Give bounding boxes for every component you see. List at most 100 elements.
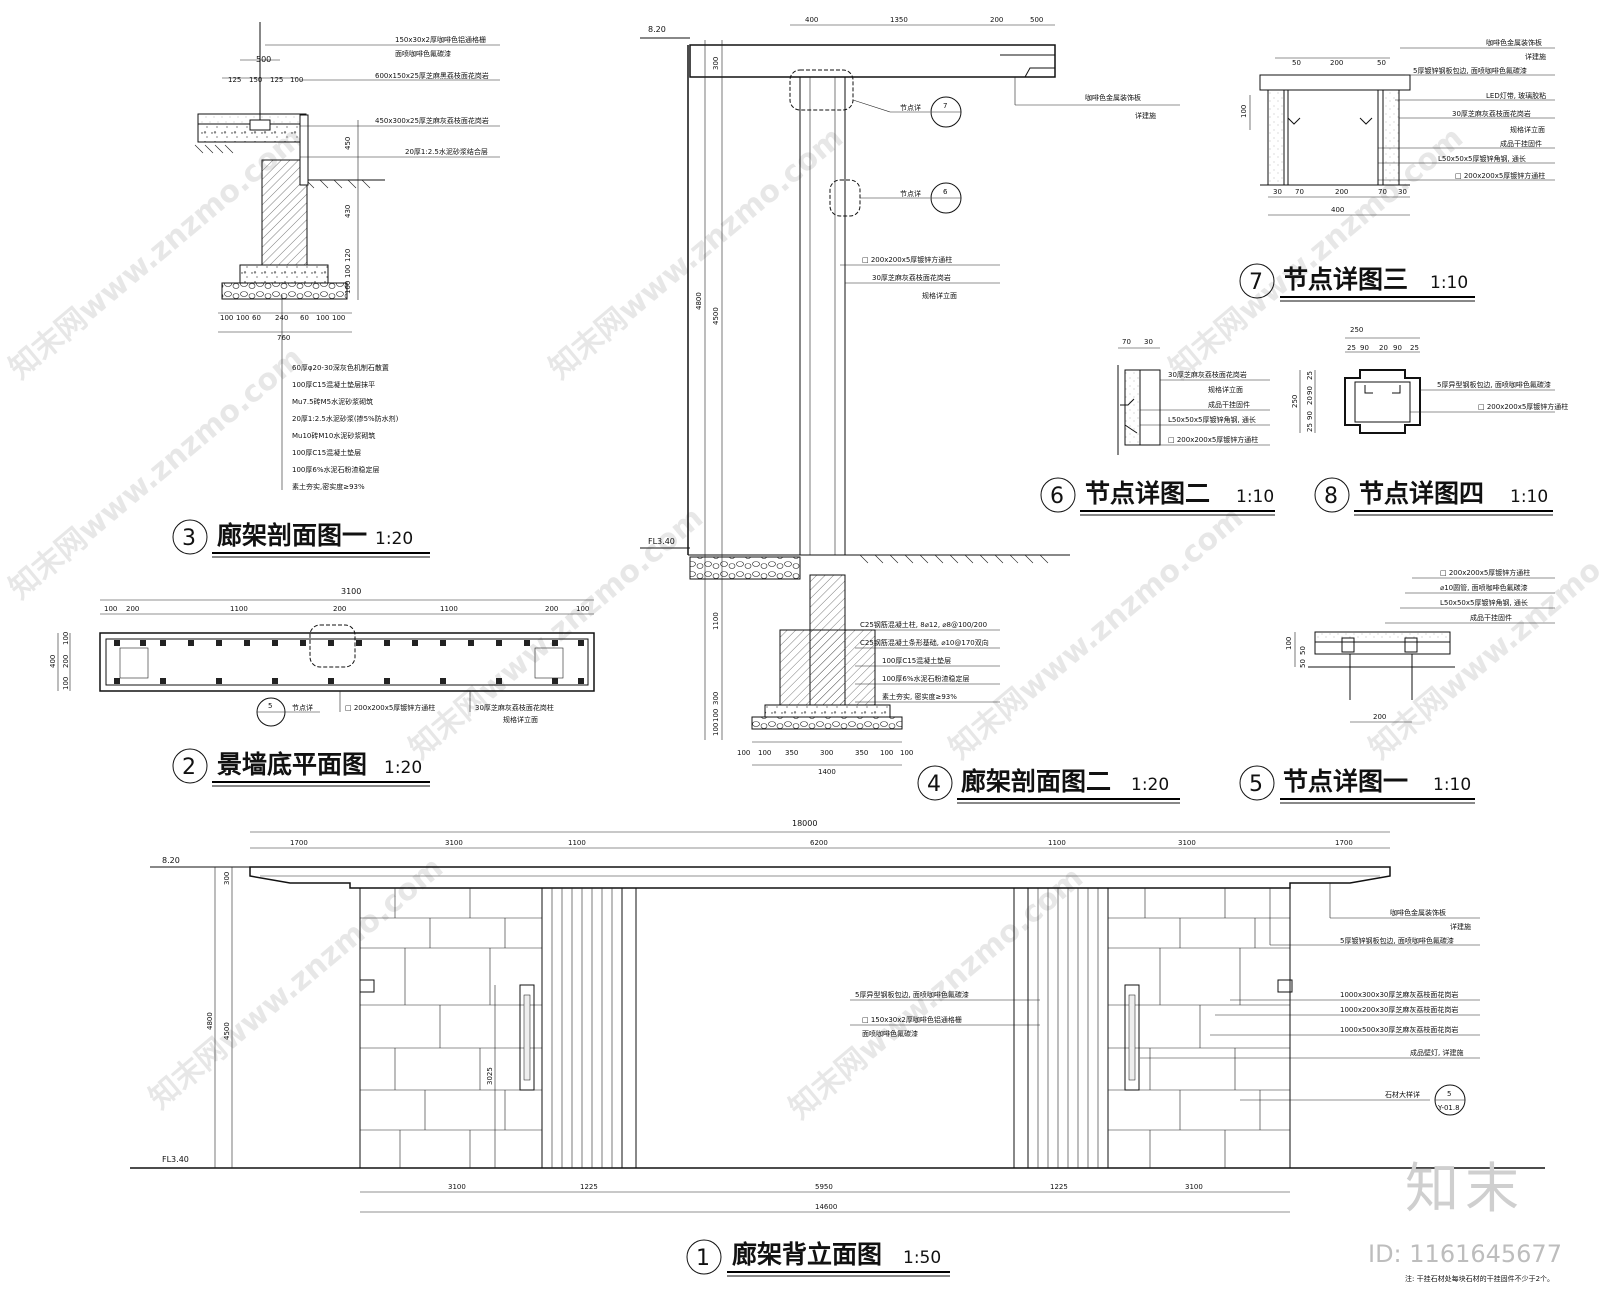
layer-note: 100厚6%水泥石粉渣稳定层	[292, 465, 379, 474]
dim: 25	[1306, 423, 1314, 432]
dim: 1100	[568, 839, 586, 847]
dim: 760	[277, 334, 290, 342]
dim: 100	[290, 76, 303, 84]
dim: 240	[275, 314, 288, 322]
dim: 300	[712, 692, 720, 705]
callout: 5厚异型钢板包边, 面喷咖啡色氟碳漆	[1437, 380, 1551, 389]
section-8: 250 25 90 20 90 25 250 25 90 20 90 25 5厚…	[1291, 326, 1568, 516]
dim: 4500	[223, 1022, 231, 1040]
dim: 100	[1285, 637, 1293, 650]
title-number: 7	[1249, 270, 1263, 295]
dim: 3100	[448, 1183, 466, 1191]
layer-note: 20厚1:2.5水泥砂浆(掺5%防水剂)	[292, 414, 399, 423]
ref-number: Y-01.8	[1437, 1104, 1460, 1112]
callout: 规格详立面	[1208, 385, 1243, 394]
callout: 面喷咖啡色氟碳漆	[395, 49, 451, 58]
dim: 70	[1378, 188, 1387, 196]
callout: 成品干挂固件	[1470, 613, 1512, 622]
layer-note: 素土夯实,密实度≥93%	[292, 482, 365, 491]
dim: 500	[1030, 16, 1043, 24]
callout: ⌀10圆管, 面喷咖啡色氟碳漆	[1440, 583, 1528, 592]
dim: 100	[880, 749, 893, 757]
drawing-title: 廊架剖面图一	[217, 521, 367, 550]
grille-right	[1037, 888, 1099, 1168]
section-7: 50 200 50 100 30 70 200 70 30 400 咖啡色金属装…	[1239, 38, 1555, 302]
dim: 14600	[815, 1203, 837, 1211]
dim: 1100	[1048, 839, 1066, 847]
callout: 详建施	[1450, 922, 1471, 931]
level: FL3.40	[648, 537, 675, 546]
callout: 20厚1:2.5水泥砂浆结合层	[405, 147, 488, 156]
ref-number: 5	[268, 702, 272, 710]
dim: 3100	[1185, 1183, 1203, 1191]
dim: 100	[758, 749, 771, 757]
callout: L50x50x5厚镀锌角钢, 通长	[1438, 154, 1526, 163]
dim: 25	[1306, 371, 1314, 380]
layer-note: 100厚C15混凝土垫层	[292, 448, 361, 457]
dim: 200	[1373, 713, 1386, 721]
callout: □ 200x200x5厚镀锌方通柱	[862, 255, 952, 264]
title-number: 3	[182, 526, 196, 551]
callout: 节点详	[292, 703, 313, 712]
dim: 30	[1398, 188, 1407, 196]
dim: 1400	[818, 768, 836, 776]
dim: 60	[300, 314, 309, 322]
callout: 30厚芝麻灰荔枝面花岗柱	[475, 703, 554, 712]
dim: 100	[62, 677, 70, 690]
dim: 50	[1299, 646, 1307, 655]
drawing-scale: 1:20	[384, 758, 422, 778]
dim: 500	[256, 55, 271, 64]
layer-note: Mu7.5砖M5水泥砂浆砌筑	[292, 397, 373, 406]
dim: 1100	[230, 605, 248, 613]
section-5: 100 50 50 200 □ 200x200x5厚镀锌方通柱 ⌀10圆管, 面…	[1239, 568, 1555, 804]
dim: 1225	[1050, 1183, 1068, 1191]
callout: 规格详立面	[503, 715, 538, 724]
dim: 100	[104, 605, 117, 613]
callout: LED灯带, 玻璃胶粘	[1486, 91, 1546, 100]
callout: 30厚芝麻灰荔枝面花岗岩	[1452, 109, 1531, 118]
dim: 1700	[290, 839, 308, 847]
dim: 30	[1144, 338, 1153, 346]
dim: 30	[1273, 188, 1282, 196]
dim: 200	[990, 16, 1003, 24]
dim: 200	[333, 605, 346, 613]
dim: 120	[344, 249, 352, 262]
callout: □ 200x200x5厚镀锌方通柱	[1455, 171, 1545, 180]
brand-logo: 知末	[1405, 1157, 1525, 1220]
callout: C25钢筋混凝土条形基础, ⌀10@170双向	[860, 638, 989, 647]
dim: 350	[785, 749, 798, 757]
drawing-title: 廊架背立面图	[732, 1240, 882, 1269]
callout: 咖啡色金属装饰板	[1390, 908, 1446, 917]
dim: 100	[712, 723, 720, 736]
drawing-scale: 1:20	[375, 529, 413, 549]
dim: 100	[316, 314, 329, 322]
section-1: 18000 1700 3100 1100 6200 1100 3100 1700…	[130, 819, 1545, 1277]
callout: □ 200x200x5厚镀锌方通柱	[1440, 568, 1530, 577]
callout: 面喷咖啡色氟碳漆	[862, 1029, 918, 1038]
callout: 30厚芝麻灰荔枝面花岗岩	[1168, 370, 1247, 379]
dim: 250	[1350, 326, 1363, 334]
callout: L50x50x5厚镀锌角钢, 通长	[1440, 598, 1528, 607]
dim: 3100	[1178, 839, 1196, 847]
footnote: 注: 干挂石材处每块石材的干挂固件不少于2个。	[1405, 1274, 1554, 1283]
dim: 25	[1347, 344, 1356, 352]
image-id: ID: 1161645677	[1368, 1240, 1562, 1268]
section-6: 70 30 30厚芝麻灰荔枝面花岗岩 规格详立面 成品干挂固件 L50x50x5…	[1040, 338, 1275, 516]
dim: 20	[1379, 344, 1388, 352]
dim: 5950	[815, 1183, 833, 1191]
dim: 4800	[695, 292, 703, 310]
callout: 成品壁灯, 详建施	[1410, 1048, 1463, 1057]
ref-number: 5	[1447, 1090, 1451, 1098]
title-number: 5	[1249, 772, 1263, 797]
callout: 规格详立面	[922, 291, 957, 300]
dim: 150	[249, 76, 262, 84]
callout: 150x30x2厚咖啡色铝通格栅	[395, 35, 486, 44]
dim: 250	[1291, 395, 1299, 408]
layer-notes: 60厚φ20-30深灰色机制石散置 100厚C15混凝土垫层抹平 Mu7.5砖M…	[292, 363, 399, 491]
plan-posts	[114, 640, 584, 684]
drawing-scale: 1:20	[1131, 775, 1169, 795]
dim: 100	[332, 314, 345, 322]
dim: 200	[62, 655, 70, 668]
watermark: 知末网www.znzmo.com	[3, 340, 310, 606]
